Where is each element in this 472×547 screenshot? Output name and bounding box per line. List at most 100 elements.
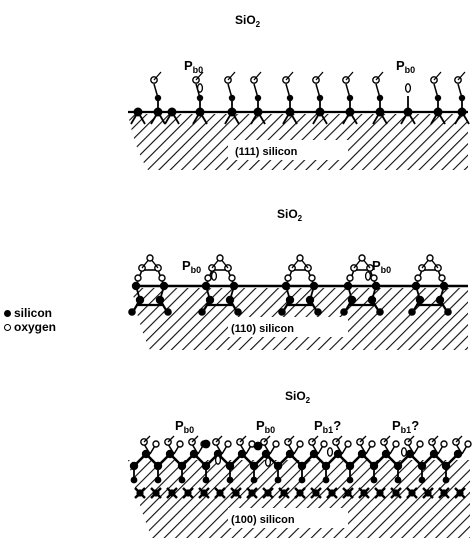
- oxygen-atom: [152, 440, 160, 448]
- panel-111-defect-label: Pb0: [184, 58, 203, 75]
- oxygen-atom: [216, 254, 224, 262]
- dangling-bond-icon: [400, 447, 408, 457]
- bond: [164, 111, 173, 125]
- silicon-atom: [340, 308, 348, 316]
- bond: [257, 111, 266, 125]
- dangling-bond-icon: [196, 83, 204, 93]
- oxygen-atom: [296, 254, 304, 262]
- dangling-bond-icon: [264, 457, 272, 467]
- oxygen-atom: [176, 440, 184, 448]
- silicon-atom: [296, 489, 304, 497]
- panel-100-substrate-label-bg: [228, 508, 348, 528]
- oxygen-atom: [416, 440, 424, 448]
- silicon-atom: [234, 308, 242, 316]
- silicon-atom-icon: [4, 309, 11, 317]
- silicon-atom: [408, 489, 416, 497]
- bond: [315, 71, 324, 81]
- panel-100-substrate: (100) silicon: [128, 460, 470, 538]
- silicon-atom: [408, 308, 416, 316]
- silicon-atom: [298, 476, 306, 484]
- bond: [455, 435, 463, 443]
- panel-111-substrate-label-bg: [228, 140, 348, 160]
- silicon-atom: [440, 489, 448, 497]
- silicon-atom: [370, 476, 378, 484]
- silicon-atom: [136, 489, 144, 497]
- bond: [289, 111, 298, 125]
- silicon-atom: [226, 476, 234, 484]
- oxygen-atom: [296, 440, 304, 448]
- bond: [282, 111, 291, 125]
- silicon-atom: [184, 489, 192, 497]
- oxygen-atom: [346, 274, 354, 282]
- bond: [431, 435, 439, 443]
- bond: [379, 111, 388, 125]
- silicon-atom: [442, 476, 450, 484]
- bond: [347, 285, 353, 301]
- silicon-atom: [278, 308, 286, 316]
- oxygen-atom: [272, 440, 280, 448]
- oxygen-atom: [228, 274, 236, 282]
- panel-110-substrate-label-bg: [228, 317, 348, 337]
- oxygen-atom: [464, 440, 472, 448]
- oxygen-atom: [426, 254, 434, 262]
- silicon-atom: [444, 308, 452, 316]
- bond: [153, 71, 162, 81]
- bond: [171, 111, 180, 125]
- oxygen-atom: [158, 274, 166, 282]
- panel-111-substrate-label: (111) silicon: [235, 146, 298, 158]
- panel-100-lattice: [129, 435, 472, 499]
- silicon-atom: [253, 441, 263, 451]
- silicon-atom: [328, 489, 336, 497]
- bond: [191, 435, 199, 443]
- bond: [415, 285, 421, 301]
- silicon-atom: [274, 476, 282, 484]
- bond: [231, 111, 240, 125]
- oxygen-atom: [204, 274, 212, 282]
- bond: [285, 71, 294, 81]
- oxygen-atom: [134, 274, 142, 282]
- silicon-atom: [394, 476, 402, 484]
- silicon-atom: [424, 489, 432, 497]
- bond: [205, 285, 211, 301]
- bond: [454, 111, 463, 125]
- silicon-atom: [322, 476, 330, 484]
- silicon-atom: [216, 489, 224, 497]
- bond: [285, 83, 291, 99]
- bond: [375, 71, 384, 81]
- dangling-bond-icon: [364, 271, 372, 281]
- silicon-atom: [280, 489, 288, 497]
- silicon-atom: [392, 489, 400, 497]
- bond: [227, 83, 233, 99]
- oxygen-atom: [344, 440, 352, 448]
- bond: [437, 111, 446, 125]
- silicon-atom: [456, 489, 464, 497]
- silicon-atom: [346, 476, 354, 484]
- bond: [345, 83, 351, 99]
- silicon-atom: [232, 489, 240, 497]
- silicon-atom: [164, 308, 172, 316]
- bond: [319, 111, 328, 125]
- panel-111-lattice: [128, 71, 470, 125]
- bond: [153, 83, 159, 99]
- oxygen-atom-icon: [4, 323, 11, 331]
- legend-oxygen-label: oxygen: [14, 320, 57, 334]
- panel-110-substrate: (110) silicon: [132, 288, 468, 350]
- bond: [407, 111, 416, 125]
- bond: [167, 435, 175, 443]
- oxygen-atom: [440, 440, 448, 448]
- bond: [285, 285, 291, 301]
- bond: [150, 111, 159, 125]
- silicon-atom: [128, 308, 136, 316]
- bond: [195, 71, 204, 81]
- bond: [312, 111, 321, 125]
- panel-100-defect-label: Pb0: [256, 418, 275, 435]
- panel-110-lattice: [128, 254, 452, 316]
- panel-111-defect-label: Pb0: [396, 58, 415, 75]
- dangling-bond-icon: [326, 447, 334, 457]
- legend-silicon: silicon: [4, 306, 56, 320]
- bond: [311, 435, 319, 443]
- bond: [253, 83, 259, 99]
- bond: [137, 111, 146, 125]
- bond: [143, 435, 151, 443]
- panel-110: SiO2 (110) silicon Pb0 Pb0: [128, 207, 468, 350]
